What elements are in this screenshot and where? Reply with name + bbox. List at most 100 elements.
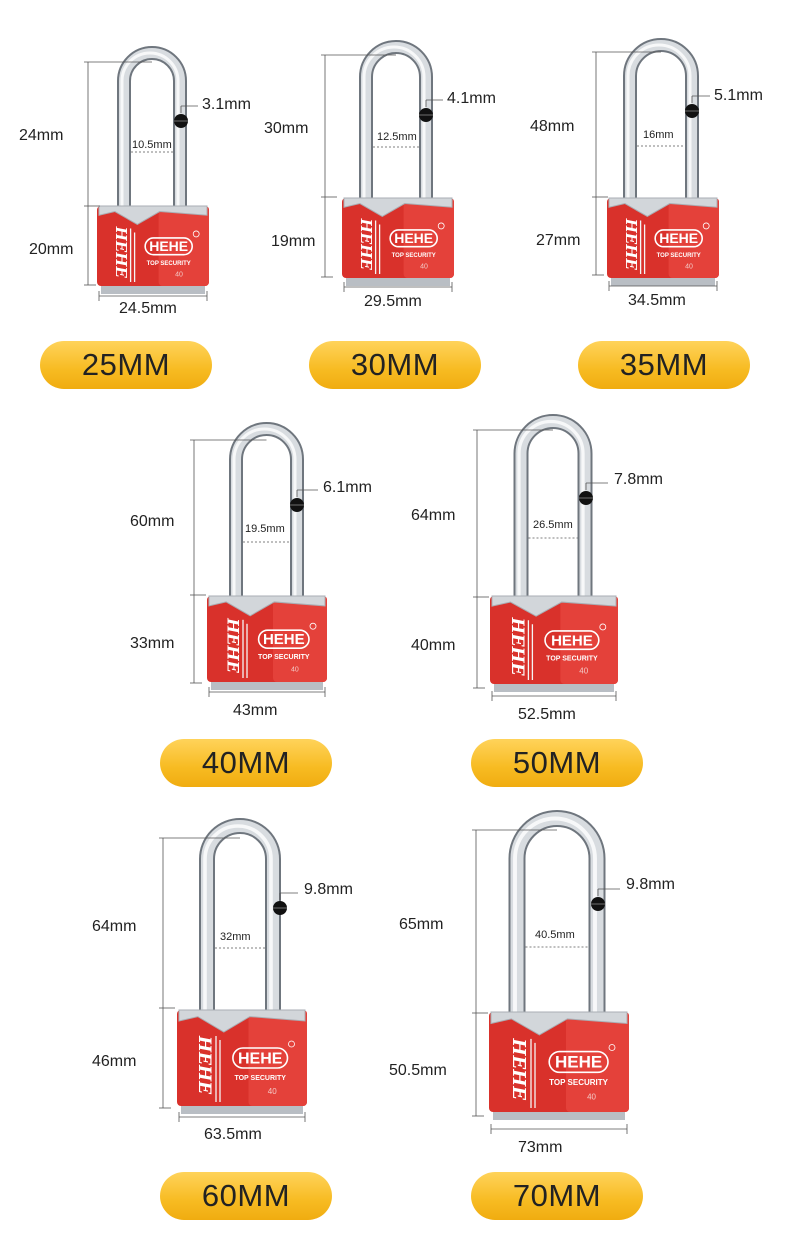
shackle-diameter-label: 5.1mm (714, 87, 763, 104)
registered-icon (608, 1044, 616, 1051)
tagline-text: TOP SECURITY (657, 253, 701, 259)
padlock-1: HEHE HEHE TOP SECURITY 40 (84, 46, 209, 301)
shackle (510, 812, 604, 1016)
shackle-diameter-label: 9.8mm (626, 876, 675, 893)
shackle-highlight (517, 419, 585, 600)
body-width-label: 34.5mm (628, 292, 686, 309)
shackle-diameter-label: 3.1mm (202, 96, 251, 113)
shackle-highlight (362, 45, 426, 202)
model-number-text: 40 (579, 666, 588, 675)
shackle (361, 42, 431, 202)
shackle-height-label: 60mm (130, 513, 175, 530)
tagline-text: TOP SECURITY (147, 261, 191, 267)
inner-width-label: 12.5mm (377, 131, 417, 143)
body-base (101, 284, 205, 294)
body-base (181, 1104, 303, 1114)
shackle-height-label: 64mm (92, 918, 137, 935)
shackle-highlight (120, 51, 180, 210)
logo-badge (544, 630, 600, 651)
tagline-text: TOP SECURITY (546, 655, 598, 662)
shackle (515, 416, 591, 600)
body-cap (178, 1009, 306, 1033)
shackle-outline (229, 422, 304, 600)
body-base (493, 1110, 625, 1120)
registered-icon (599, 623, 607, 631)
padlock-5: HEHE HEHE TOP SECURITY 40 (473, 414, 618, 701)
shackle (201, 820, 279, 1014)
body-base (346, 276, 450, 286)
logo-text: HEHE (659, 230, 698, 246)
model-number-text: 40 (420, 264, 428, 271)
logo-text: HEHE (238, 1051, 283, 1068)
tagline-text: TOP SECURITY (234, 1075, 286, 1082)
logo-text: HEHE (551, 632, 593, 649)
body-cap (491, 595, 617, 617)
registered-icon (192, 230, 200, 238)
body-cap (208, 595, 326, 617)
model-number-text: 40 (175, 272, 183, 279)
shackle-diameter-label: 7.8mm (614, 471, 663, 488)
body-cap (98, 205, 208, 226)
side-brand-text: HEHE (223, 617, 242, 673)
shackle-diameter-label: 9.8mm (304, 881, 353, 898)
registered-icon (288, 1040, 295, 1048)
size-pill-30mm: 30MM (309, 341, 481, 389)
inner-width-label: 10.5mm (132, 139, 172, 151)
side-brand-text: HEHE (194, 1035, 214, 1095)
shackle-outline (508, 810, 606, 1016)
model-number-text: 40 (685, 264, 693, 271)
inner-width-label: 40.5mm (535, 929, 575, 941)
padlock-3: HEHE HEHE TOP SECURITY 40 (592, 38, 719, 291)
body-height-label: 19mm (271, 233, 316, 250)
body-height-label: 33mm (130, 635, 175, 652)
lock-body-highlight (560, 596, 618, 684)
size-pill-35mm: 35MM (578, 341, 750, 389)
tagline-text: TOP SECURITY (392, 253, 436, 259)
body-base (611, 276, 715, 286)
shackle-outline (117, 46, 187, 210)
shackle-diameter-label: 6.1mm (323, 479, 372, 496)
size-pill-70mm: 70MM (471, 1172, 643, 1220)
size-pill-40mm: 40MM (160, 739, 332, 787)
body-cap (343, 197, 453, 218)
body-cap (608, 197, 718, 218)
lock-body-highlight (248, 1010, 307, 1106)
shackle-height-label: 65mm (399, 916, 444, 933)
shackle-height-label: 30mm (264, 120, 309, 137)
size-pill-25mm: 25MM (40, 341, 212, 389)
body-base (211, 680, 323, 690)
body-width-label: 29.5mm (364, 293, 422, 310)
shackle-highlight (203, 824, 273, 1014)
lock-body-highlight (566, 1012, 629, 1112)
body-cap (490, 1011, 628, 1036)
side-brand-text: HEHE (622, 218, 640, 271)
side-brand-text: HEHE (112, 226, 130, 279)
lock-body-highlight (273, 596, 327, 682)
shackle-diameter-label: 4.1mm (447, 90, 496, 107)
body-height-label: 46mm (92, 1053, 137, 1070)
logo-text: HEHE (149, 238, 188, 254)
side-brand-text: HEHE (357, 218, 375, 271)
size-pill-50mm: 50MM (471, 739, 643, 787)
lock-body-highlight (158, 206, 209, 286)
lock-body-highlight (668, 198, 719, 278)
logo-badge (144, 237, 194, 256)
shackle-highlight (232, 427, 297, 600)
logo-badge (232, 1047, 289, 1069)
body-width-label: 63.5mm (204, 1126, 262, 1143)
body-width-label: 43mm (233, 702, 278, 719)
inner-width-label: 19.5mm (245, 523, 285, 535)
side-brand-text: HEHE (507, 617, 527, 677)
shackle-height-label: 64mm (411, 507, 456, 524)
model-number-text: 40 (291, 667, 299, 674)
registered-icon (702, 222, 710, 230)
lock-body-highlight (403, 198, 454, 278)
tagline-text: TOP SECURITY (549, 1078, 608, 1087)
model-number-text: 40 (587, 1092, 596, 1101)
model-number-text: 40 (268, 1087, 277, 1096)
side-brand-text: HEHE (508, 1037, 529, 1100)
